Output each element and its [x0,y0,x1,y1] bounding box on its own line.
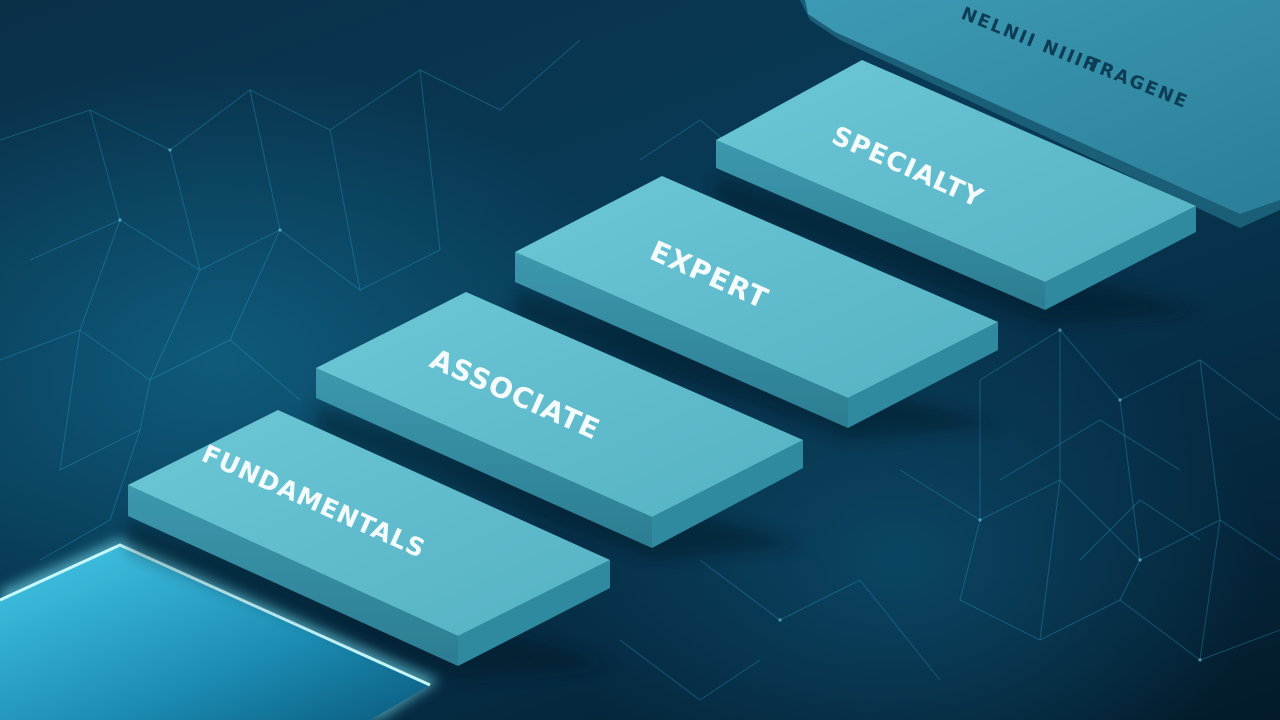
step-specialty: SPECIALTY [716,60,1200,325]
step-expert: EXPERT [515,176,1000,440]
step-associate: ASSOCIATE [316,292,805,560]
step-fundamentals: FUNDAMENTALS [128,410,612,680]
